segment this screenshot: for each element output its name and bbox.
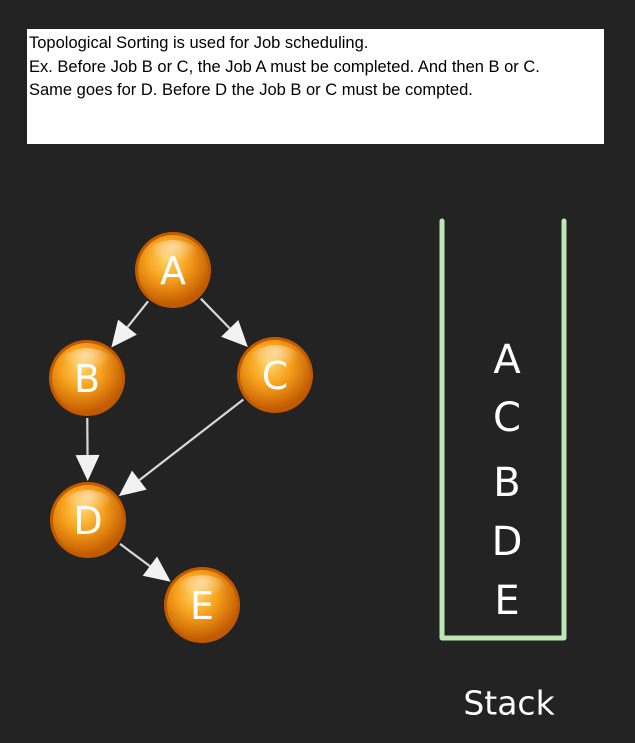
node-label: B <box>74 357 100 401</box>
stack: A C B D E Stack <box>439 218 567 723</box>
edge-B-D <box>75 417 100 482</box>
caption-line: Same goes for D. Before D the Job B or C… <box>29 81 473 99</box>
node-label: E <box>190 584 214 628</box>
node-B: B <box>49 340 125 416</box>
node-label: D <box>73 499 102 543</box>
edge-A-B <box>111 300 149 348</box>
edge-D-E <box>119 543 171 582</box>
stack-item: C <box>493 395 521 441</box>
edge-A-C <box>200 297 248 348</box>
node-label: A <box>160 249 186 293</box>
stack-item: B <box>493 460 520 506</box>
node-C: C <box>237 337 313 413</box>
graph-edges <box>75 297 248 582</box>
node-E: E <box>164 567 240 643</box>
node-label: C <box>262 354 289 398</box>
stack-item: D <box>492 519 523 565</box>
node-D: D <box>50 482 126 558</box>
edge-C-D <box>118 398 245 497</box>
stack-item: E <box>494 578 519 624</box>
stack-item: A <box>493 337 521 383</box>
caption-line: Ex. Before Job B or C, the Job A must be… <box>29 57 540 76</box>
caption-line: Topological Sorting is used for Job sche… <box>29 34 369 52</box>
node-A: A <box>135 232 211 308</box>
stack-container <box>439 218 567 641</box>
caption-box: Topological Sorting is used for Job sche… <box>27 29 604 144</box>
stack-label: Stack <box>463 684 555 723</box>
graph-nodes: A B C D E <box>49 232 313 643</box>
